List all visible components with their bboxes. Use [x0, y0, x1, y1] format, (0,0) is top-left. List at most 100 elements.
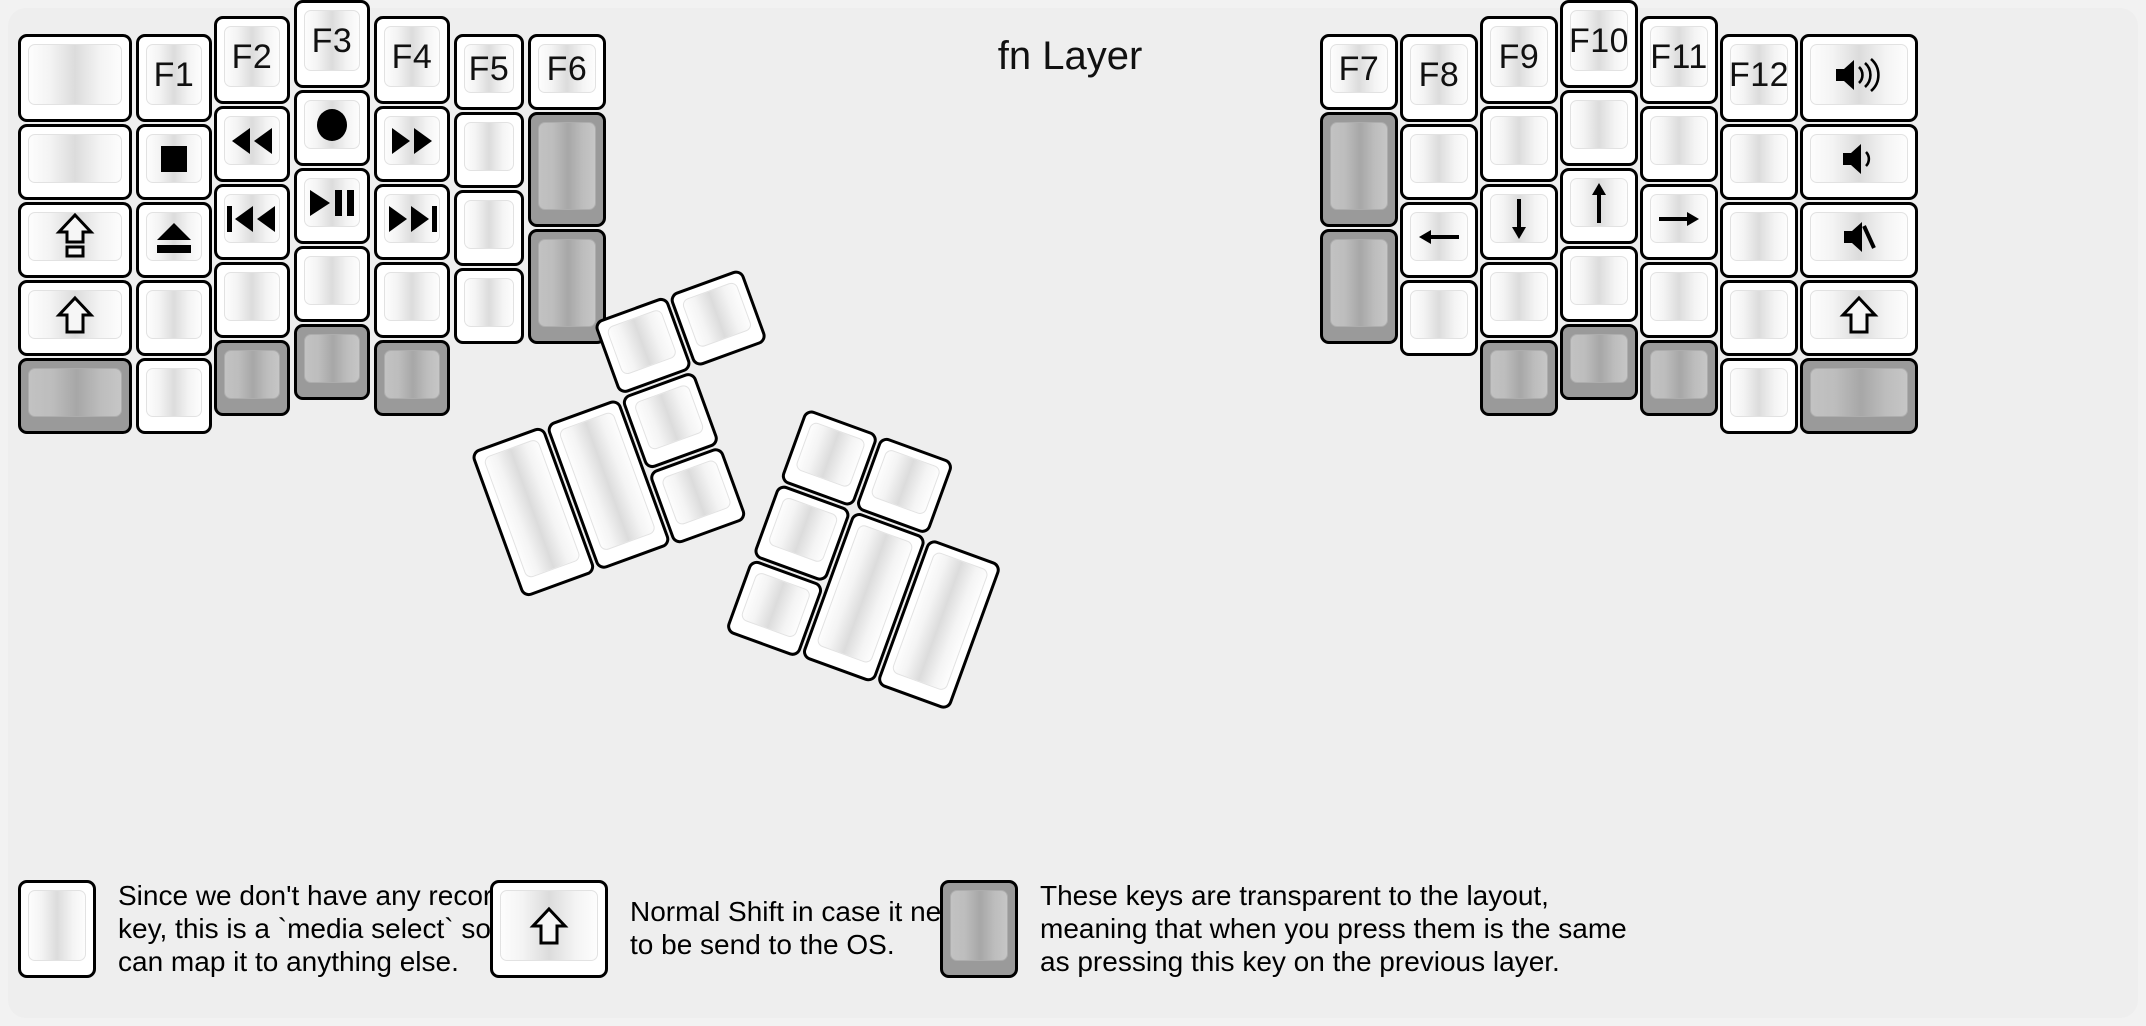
keycap-face [1650, 194, 1708, 243]
key-col-f10-r1[interactable] [1560, 90, 1638, 166]
key-col-f9-r1[interactable] [1480, 106, 1558, 182]
key-col-f10-r2[interactable] [1560, 168, 1638, 244]
legend-key-1 [490, 880, 608, 978]
caps-lock-icon [55, 213, 95, 257]
key-col-f12-r2[interactable] [1720, 202, 1798, 278]
key-col-f4-r1[interactable] [374, 106, 450, 182]
key-col-outer-left-r1[interactable] [18, 124, 132, 200]
key-col-f8-r1[interactable] [1400, 124, 1478, 200]
key-col-f2-r3[interactable] [214, 262, 290, 338]
key-col-outer-left-r2[interactable] [18, 202, 132, 278]
key-col-f11-r3[interactable] [1640, 262, 1718, 338]
key-col-f2-r2[interactable] [214, 184, 290, 260]
key-col-f1-r0[interactable]: F1 [136, 34, 212, 122]
key-col-f3-r2[interactable] [294, 168, 370, 244]
key-col-f7-r0[interactable]: F7 [1320, 34, 1398, 110]
media-prev-track-icon [227, 205, 275, 232]
key-col-f8-r2[interactable] [1400, 202, 1478, 278]
key-col-f6-r2[interactable] [528, 229, 606, 344]
key-col-f3-r3[interactable] [294, 246, 370, 322]
key-col-f5-r2[interactable] [454, 190, 524, 266]
key-col-f2-r0[interactable]: F2 [214, 16, 290, 104]
keycap-face [1730, 134, 1788, 183]
key-col-f9-r0[interactable]: F9 [1480, 16, 1558, 104]
key-col-f9-r4[interactable] [1480, 340, 1558, 416]
key-col-f10-r3[interactable] [1560, 246, 1638, 322]
key-col-f3-r1[interactable] [294, 90, 370, 166]
key-col-f12-r1[interactable] [1720, 124, 1798, 200]
keycap-face [28, 368, 122, 417]
key-col-f9-r3[interactable] [1480, 262, 1558, 338]
key-col-f1-r1[interactable] [136, 124, 212, 200]
key-col-f11-r1[interactable] [1640, 106, 1718, 182]
key-col-outer-left-r3[interactable] [18, 280, 132, 356]
key-col-f4-r4[interactable] [374, 340, 450, 416]
key-col-f2-r4[interactable] [214, 340, 290, 416]
keycap-face [739, 571, 812, 639]
shift-arrow-icon [55, 295, 95, 333]
key-col-f6-r0[interactable]: F6 [528, 34, 606, 110]
key-col-f2-r1[interactable] [214, 106, 290, 182]
keycap-face [1570, 178, 1628, 227]
arrow-up-icon [1592, 182, 1606, 223]
keycap-face [28, 44, 122, 105]
key-col-f5-r0[interactable]: F5 [454, 34, 524, 110]
key-col-f8-r0[interactable]: F8 [1400, 34, 1478, 122]
key-col-f6-r1[interactable] [528, 112, 606, 227]
key-col-outer-right-r2[interactable] [1800, 202, 1918, 278]
key-col-outer-right-r4[interactable] [1800, 358, 1918, 434]
legend-keycap-2[interactable] [940, 880, 1018, 979]
key-col-f12-r0[interactable]: F12 [1720, 34, 1798, 122]
key-col-f7-r1[interactable] [1320, 112, 1398, 227]
keycap-face [1810, 44, 1908, 105]
key-col-f1-r3[interactable] [136, 280, 212, 356]
key-col-f7-r2[interactable] [1320, 229, 1398, 344]
key-col-f10-r0[interactable]: F10 [1560, 0, 1638, 88]
key-col-f11-r2[interactable] [1640, 184, 1718, 260]
key-col-f4-r0[interactable]: F4 [374, 16, 450, 104]
keycap-face [767, 495, 840, 564]
keycap-face: F10 [1570, 10, 1628, 71]
keycap-label: F7 [1338, 49, 1380, 88]
key-col-f1-r2[interactable] [136, 202, 212, 278]
key-col-outer-left-r4[interactable] [18, 358, 132, 434]
keycap-label: F1 [153, 55, 195, 94]
media-play-pause-icon [310, 189, 354, 216]
key-col-outer-right-r3[interactable] [1800, 280, 1918, 356]
key-col-f1-r4[interactable] [136, 358, 212, 434]
keycap-face [1570, 256, 1628, 305]
key-col-outer-left-r0[interactable] [18, 34, 132, 122]
keycap-face: F3 [304, 10, 360, 71]
page-title: fn Layer [997, 34, 1143, 78]
keycap-face [1650, 116, 1708, 165]
key-col-f3-r4[interactable] [294, 324, 370, 400]
keycap-face [384, 272, 440, 321]
key-col-outer-right-r1[interactable] [1800, 124, 1918, 200]
keycap-face: F5 [464, 44, 514, 93]
keycap-face: F9 [1490, 26, 1548, 87]
key-col-f10-r4[interactable] [1560, 324, 1638, 400]
key-col-f3-r0[interactable]: F3 [294, 0, 370, 88]
legend-text-0: Since we don't have any recording key, t… [118, 880, 553, 977]
key-col-f12-r3[interactable] [1720, 280, 1798, 356]
legend-keycap-0[interactable] [18, 880, 96, 979]
key-col-f5-r3[interactable] [454, 268, 524, 344]
legend-keycap-1[interactable] [490, 880, 608, 978]
keycap-face [1490, 116, 1548, 165]
key-col-f4-r3[interactable] [374, 262, 450, 338]
keycap-face [304, 100, 360, 149]
volume-down-icon [1843, 143, 1871, 174]
key-col-f8-r3[interactable] [1400, 280, 1478, 356]
key-col-f11-r4[interactable] [1640, 340, 1718, 416]
key-col-f9-r2[interactable] [1480, 184, 1558, 260]
key-col-f5-r1[interactable] [454, 112, 524, 188]
key-col-f12-r4[interactable] [1720, 358, 1798, 434]
media-record-icon [317, 108, 347, 141]
keycap-face: F7 [1330, 44, 1388, 93]
keycap-face [464, 278, 514, 327]
key-col-outer-right-r0[interactable] [1800, 34, 1918, 122]
key-col-f11-r0[interactable]: F11 [1640, 16, 1718, 104]
keycap-face: F1 [146, 44, 202, 105]
key-col-f4-r2[interactable] [374, 184, 450, 260]
media-rewind-icon [232, 127, 272, 154]
